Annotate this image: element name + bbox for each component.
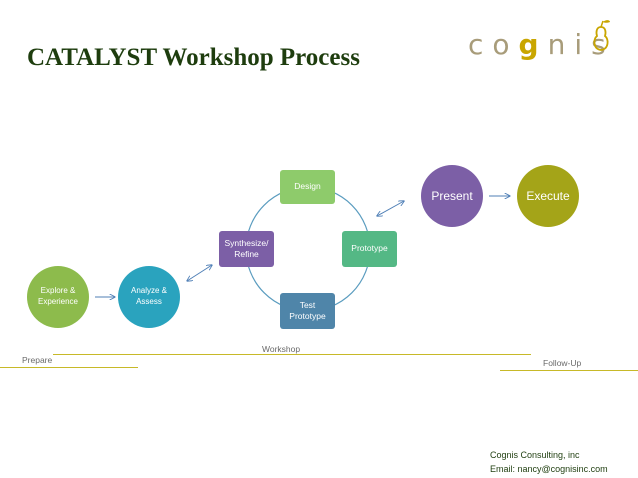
page-title: CATALYST Workshop Process (27, 44, 360, 71)
contact-footer: Cognis Consulting, inc Email: nancy@cogn… (490, 449, 608, 476)
phase-line-follow-up (500, 370, 638, 371)
node-explore-experience: Explore & Experience (27, 266, 89, 328)
node-execute: Execute (517, 165, 579, 227)
node-prototype: Prototype (342, 231, 397, 267)
phase-line-prepare (0, 367, 138, 368)
cognis-logo: cognis (468, 18, 618, 78)
node-analyze-assess: Analyze & Assess (118, 266, 180, 328)
arrow-analyze-to-synthesize (187, 265, 212, 281)
node-synthesize-label: Synthesize/ Refine (224, 237, 269, 259)
arrow-prototype-to-present (377, 201, 404, 216)
node-present-label: Present (431, 188, 473, 203)
node-design-label: Design (294, 181, 321, 192)
footer-company: Cognis Consulting, inc (490, 450, 580, 460)
logo-prefix: co (468, 28, 519, 61)
pear-icon (593, 20, 610, 51)
phase-label-prepare: Prepare (22, 355, 53, 365)
logo-highlight: g (518, 28, 548, 61)
node-explore-label: Explore & Experience (37, 286, 79, 306)
node-present: Present (421, 165, 483, 227)
node-synthesize-refine: Synthesize/ Refine (219, 231, 274, 267)
node-test-label: Test Prototype (289, 299, 326, 321)
phase-label-follow-up: Follow-Up (543, 358, 582, 368)
node-prototype-label: Prototype (351, 243, 388, 254)
node-design: Design (280, 170, 335, 204)
node-test-prototype: Test Prototype (280, 293, 335, 329)
phase-line-workshop (53, 354, 531, 355)
phase-label-workshop: Workshop (262, 344, 301, 354)
footer-email: Email: nancy@cognisinc.com (490, 463, 608, 474)
node-execute-label: Execute (526, 188, 570, 203)
node-analyze-label: Analyze & Assess (130, 286, 168, 306)
